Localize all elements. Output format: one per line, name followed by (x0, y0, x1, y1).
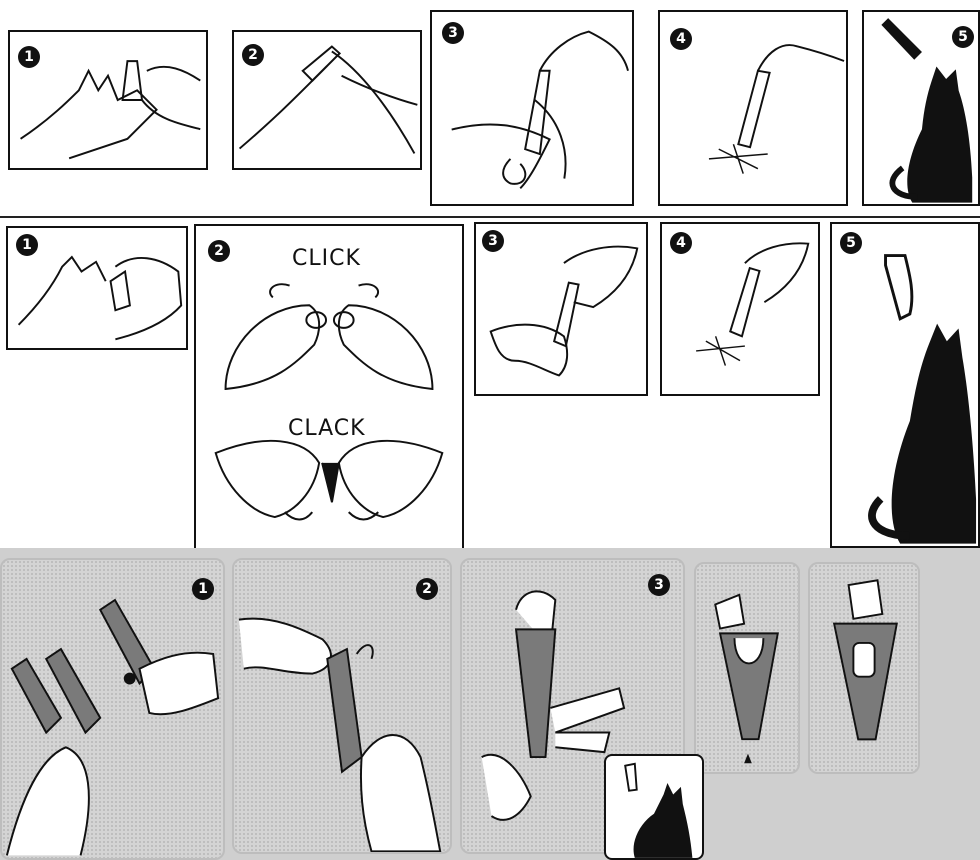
r1-step4-panel: 4 (658, 10, 848, 206)
parting-fur-applying-icon (432, 12, 632, 204)
step-number-icon: 5 (840, 232, 862, 254)
r1-step3-panel: 3 (430, 10, 634, 206)
step-number-icon: 1 (192, 578, 214, 600)
drop-icon (744, 754, 752, 764)
r1-step5-panel: 5 (862, 10, 980, 206)
step-number-icon: 3 (442, 22, 464, 44)
r2-step5-panel: 5 (830, 222, 980, 548)
r3-closeup-hold-panel (808, 562, 920, 774)
cat-silhouette-icon (832, 224, 978, 546)
holding-pipette-icon (810, 564, 918, 772)
r3-step1-panel: 1 (0, 558, 225, 860)
step-number-icon: 3 (648, 574, 670, 596)
squeezing-pipette-icon (696, 564, 798, 772)
r3-step2-panel: 2 (232, 558, 452, 854)
row-divider (0, 216, 980, 218)
r2-step3-panel: 3 (474, 222, 648, 396)
hand-holding-pipettes-icon (2, 560, 223, 858)
r3-closeup-squeeze-panel (694, 562, 800, 774)
parting-fur-applying-icon (476, 224, 646, 394)
r2-step4-panel: 4 (660, 222, 820, 396)
step-number-icon: 2 (208, 240, 230, 262)
step-number-icon: 5 (952, 26, 974, 48)
r2-step1-panel: 1 (6, 226, 188, 350)
click-clack-pipette-icon (196, 226, 462, 548)
step-number-icon: 2 (416, 578, 438, 600)
step-number-icon: 4 (670, 232, 692, 254)
step-number-icon: 1 (16, 234, 38, 256)
r2-step2-panel: 2 CLICK CLACK (194, 224, 464, 550)
step-number-icon: 4 (670, 28, 692, 50)
r1-step1-panel: 1 (8, 30, 208, 170)
r3-cat-inset-panel (604, 754, 704, 860)
step-number-icon: 1 (18, 46, 40, 68)
cat-silhouette-icon (606, 756, 702, 858)
snapping-pipette-tip-icon (234, 560, 450, 852)
step-number-icon: 3 (482, 230, 504, 252)
r1-step2-panel: 2 (232, 30, 422, 170)
step-number-icon: 2 (242, 44, 264, 66)
